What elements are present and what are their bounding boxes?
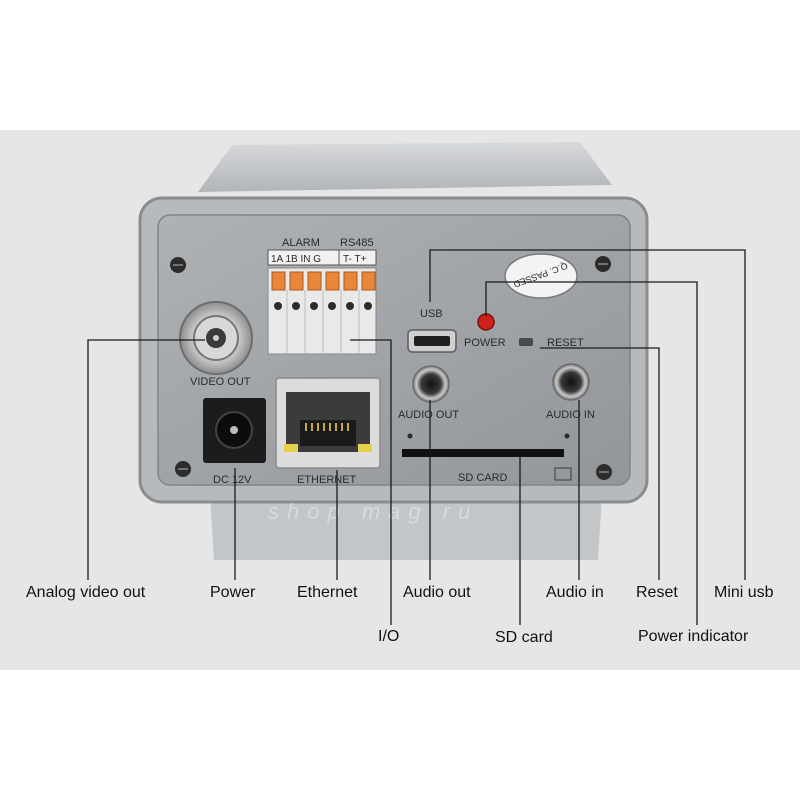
- alarm-pins-label: 1A 1B IN G: [271, 254, 321, 265]
- sd-card-label: SD CARD: [458, 472, 508, 484]
- callout-ethernet: Ethernet: [297, 584, 358, 601]
- leader-mini-usb: [429, 249, 746, 580]
- terminal-pin-label-box: [267, 249, 377, 266]
- callout-power-indicator: Power indicator: [638, 628, 749, 645]
- callout-mini-usb: Mini usb: [714, 584, 774, 601]
- mic-hole-icon: [407, 433, 413, 439]
- callout-io: I/O: [378, 628, 400, 645]
- callout-power: Power: [210, 584, 256, 601]
- watermark: shop mag ru: [268, 499, 478, 524]
- leader-power-indicator: [485, 281, 698, 625]
- bnc-connector-icon: [179, 301, 253, 375]
- sd-card-slot-icon: [402, 449, 564, 457]
- rs485-pins-label: T- T+: [343, 254, 367, 265]
- callout-reset: Reset: [636, 584, 678, 601]
- ethernet-label: ETHERNET: [297, 474, 357, 486]
- callout-audio-in: Audio in: [546, 584, 604, 601]
- mic-hole-icon-2: [564, 433, 570, 439]
- alarm-label: ALARM: [282, 237, 320, 249]
- leader-io: [350, 339, 392, 625]
- mini-usb-port-icon: [407, 329, 457, 353]
- dc-12v-label: DC 12V: [213, 474, 252, 486]
- screw-icon: [170, 256, 612, 480]
- qc-sticker: [504, 253, 578, 299]
- audio-in-jack-icon: [552, 363, 590, 401]
- usb-label: USB: [420, 308, 443, 320]
- rs485-label: RS485: [340, 237, 374, 249]
- terminal-block-icon: [267, 267, 377, 355]
- camera-housing-top: [198, 142, 612, 192]
- audio-out-label: AUDIO OUT: [398, 409, 459, 421]
- audio-out-jack-icon: [412, 365, 450, 403]
- callout-audio-out: Audio out: [403, 584, 471, 601]
- callout-analog-video-out: Analog video out: [26, 584, 146, 601]
- sd-card-marker-icon: [554, 467, 572, 481]
- leader-lines: [87, 249, 746, 625]
- leader-analog-video-out: [87, 339, 205, 580]
- video-out-label: VIDEO OUT: [190, 376, 251, 388]
- audio-in-label: AUDIO IN: [546, 409, 595, 421]
- callout-sd-card: SD card: [495, 629, 553, 646]
- reset-button-icon: [519, 338, 533, 346]
- dc-power-jack-icon: [203, 398, 266, 463]
- power-label: POWER: [464, 337, 506, 349]
- leader-reset: [540, 347, 660, 580]
- camera-base: [210, 495, 602, 560]
- reset-label: RESET: [547, 337, 584, 349]
- ethernet-port-icon: [275, 377, 381, 469]
- power-led-icon: [477, 313, 495, 331]
